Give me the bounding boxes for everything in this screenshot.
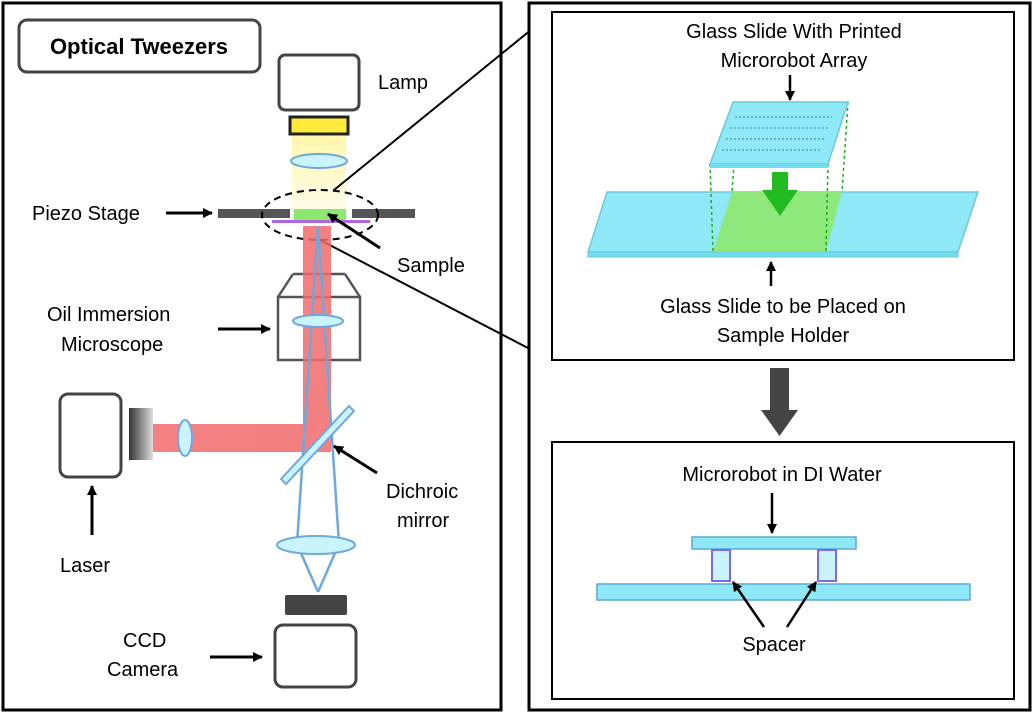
projection-guides — [709, 101, 849, 253]
title-box: Optical Tweezers — [17, 18, 262, 74]
lamp-label: Lamp — [378, 72, 428, 94]
laser-lens — [177, 419, 193, 457]
oil-immersion-label-line2: Microscope — [61, 334, 163, 356]
process-arrow — [761, 368, 798, 436]
objective-lens — [292, 314, 344, 328]
laser-label: Laser — [60, 555, 110, 577]
top-glass-slide — [708, 101, 850, 165]
zoom-line-bottom — [319, 239, 554, 362]
tube-lens — [276, 535, 356, 555]
zoom-line-top — [333, 11, 554, 191]
page-title: Optical Tweezers — [50, 34, 228, 59]
dichroic-label-line1: Dichroic — [386, 481, 458, 503]
base-slide — [596, 583, 971, 601]
glass-placed-label-line1: Glass Slide to be Placed on — [660, 296, 906, 318]
laser-aperture — [129, 408, 153, 460]
lamp-housing — [277, 53, 361, 112]
sample-arrow — [327, 212, 381, 250]
left-panel — [1, 1, 503, 712]
ccd-camera-body — [273, 623, 358, 689]
glass-placed-label-line2: Sample Holder — [717, 325, 850, 347]
dichroic-mirror — [279, 404, 356, 486]
sample-slide — [272, 220, 370, 223]
condenser-lens — [290, 153, 348, 169]
sample-label: Sample — [397, 255, 465, 277]
microrobot-array — [722, 116, 832, 151]
spacer-arrow-right — [785, 581, 818, 628]
spacer-left — [711, 549, 731, 582]
dichroic-arrow — [333, 444, 378, 475]
ccd-sensor — [285, 595, 347, 615]
piezo-stage-left — [218, 209, 290, 218]
sample-zoom-ellipse — [261, 189, 379, 241]
projected-sample-area — [713, 192, 842, 252]
top-glass-slide-edge — [710, 164, 828, 168]
ccd-label-line2: Camera — [107, 659, 179, 681]
microrobot-water-label: Microrobot in DI Water — [682, 464, 882, 486]
laser-housing — [58, 392, 123, 479]
sample-spot — [294, 209, 346, 220]
placement-arrow — [762, 172, 798, 216]
piezo-stage-right — [352, 209, 415, 218]
dichroic-label-line2: mirror — [397, 510, 450, 532]
glass-printed-label-line1: Glass Slide With Printed — [686, 21, 902, 43]
cover-slide — [691, 536, 857, 550]
spacer-label: Spacer — [742, 634, 806, 656]
oil-immersion-label-line1: Oil Immersion — [47, 304, 170, 326]
piezo-stage-label: Piezo Stage — [32, 203, 140, 225]
assembled-chamber-box — [551, 441, 1015, 700]
lamp-light-column — [292, 136, 346, 211]
spacer-right — [817, 549, 837, 582]
spacer-arrow-left — [731, 581, 766, 628]
ccd-label-line1: CCD — [123, 630, 166, 652]
glass-printed-label-line2: Microrobot Array — [721, 50, 868, 72]
lamp-filter — [288, 115, 350, 136]
bottom-glass-slide-edge — [587, 251, 959, 258]
